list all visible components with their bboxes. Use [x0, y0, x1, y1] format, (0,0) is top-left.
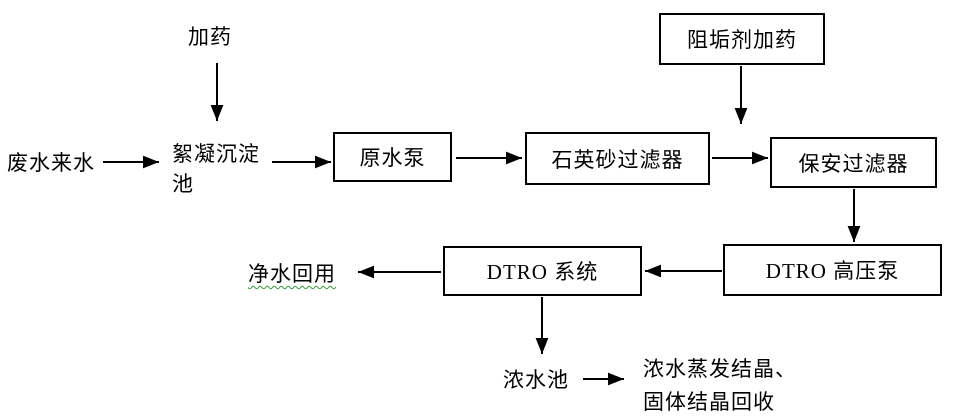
node-antiscalant-dosing: 阻垢剂加药	[659, 13, 825, 65]
node-security-filter: 保安过滤器	[770, 137, 937, 188]
label-dosing: 加药	[188, 25, 232, 49]
label-influent: 废水来水	[7, 151, 95, 175]
label-floc-tank: 絮凝沉淀 池	[172, 139, 260, 199]
label-floc-tank-line2: 池	[172, 172, 194, 196]
label-floc-tank-line1: 絮凝沉淀	[172, 142, 260, 166]
label-evaporation-line1: 浓水蒸发结晶、	[643, 357, 797, 381]
node-quartz-sand-filter: 石英砂过滤器	[525, 132, 710, 185]
node-dtro-system: DTRO 系统	[443, 246, 642, 296]
label-concentrate-tank: 浓水池	[503, 368, 569, 392]
label-evaporation-line2: 固体结晶回收	[643, 390, 775, 414]
label-evaporation: 浓水蒸发结晶、 固体结晶回收	[643, 353, 797, 417]
node-dtro-high-pressure-pump: DTRO 高压泵	[723, 244, 942, 296]
node-raw-water-pump: 原水泵	[333, 132, 452, 182]
label-clean-water-reuse: 净水回用	[248, 262, 336, 286]
